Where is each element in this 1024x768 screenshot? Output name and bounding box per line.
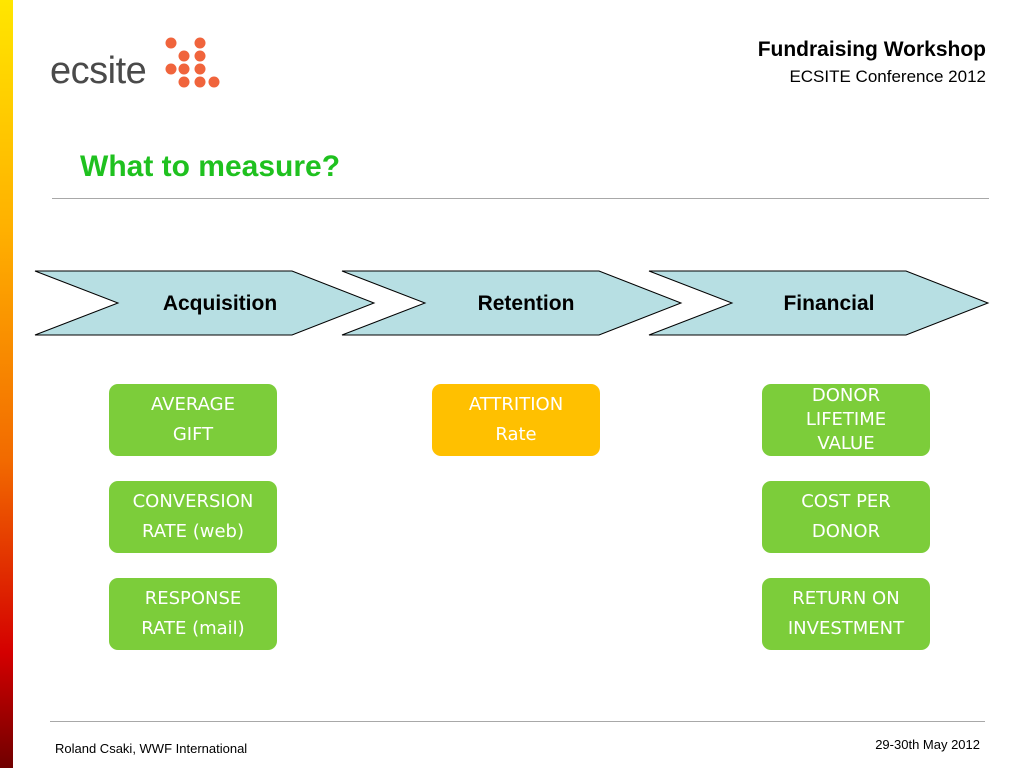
footer-divider xyxy=(50,721,985,722)
metric-return-on-investment: RETURN ON INVESTMENT xyxy=(762,578,930,650)
footer-author: Roland Csaki, WWF International xyxy=(55,741,248,756)
title-divider xyxy=(52,198,989,199)
metric-average-gift: AVERAGE GIFT xyxy=(109,384,277,456)
slide-title: What to measure? xyxy=(80,150,341,183)
metric-donor-lifetime-value: DONOR LIFETIME VALUE xyxy=(762,384,930,456)
logo-dots-icon xyxy=(165,37,220,88)
chevron-label-retention: Retention xyxy=(477,292,575,315)
footer-date: 29-30th May 2012 xyxy=(875,737,980,752)
side-gradient-bar xyxy=(0,0,13,768)
chevron-financial xyxy=(648,270,990,336)
chevron-label-acquisition: Acquisition xyxy=(162,292,278,315)
chevron-retention xyxy=(341,270,683,336)
metric-response-rate: RESPONSE RATE (mail) xyxy=(109,578,277,650)
ecsite-logo: ecsite xyxy=(50,36,230,96)
workshop-title: Fundraising Workshop xyxy=(757,38,986,61)
metric-conversion-rate: CONVERSION RATE (web) xyxy=(109,481,277,553)
chevron-acquisition xyxy=(34,270,376,336)
metric-attrition-rate: ATTRITION Rate xyxy=(432,384,600,456)
conference-subtitle: ECSITE Conference 2012 xyxy=(789,67,986,86)
chevron-label-financial: Financial xyxy=(783,292,875,315)
logo-text: ecsite xyxy=(50,50,147,92)
metric-cost-per-donor: COST PER DONOR xyxy=(762,481,930,553)
